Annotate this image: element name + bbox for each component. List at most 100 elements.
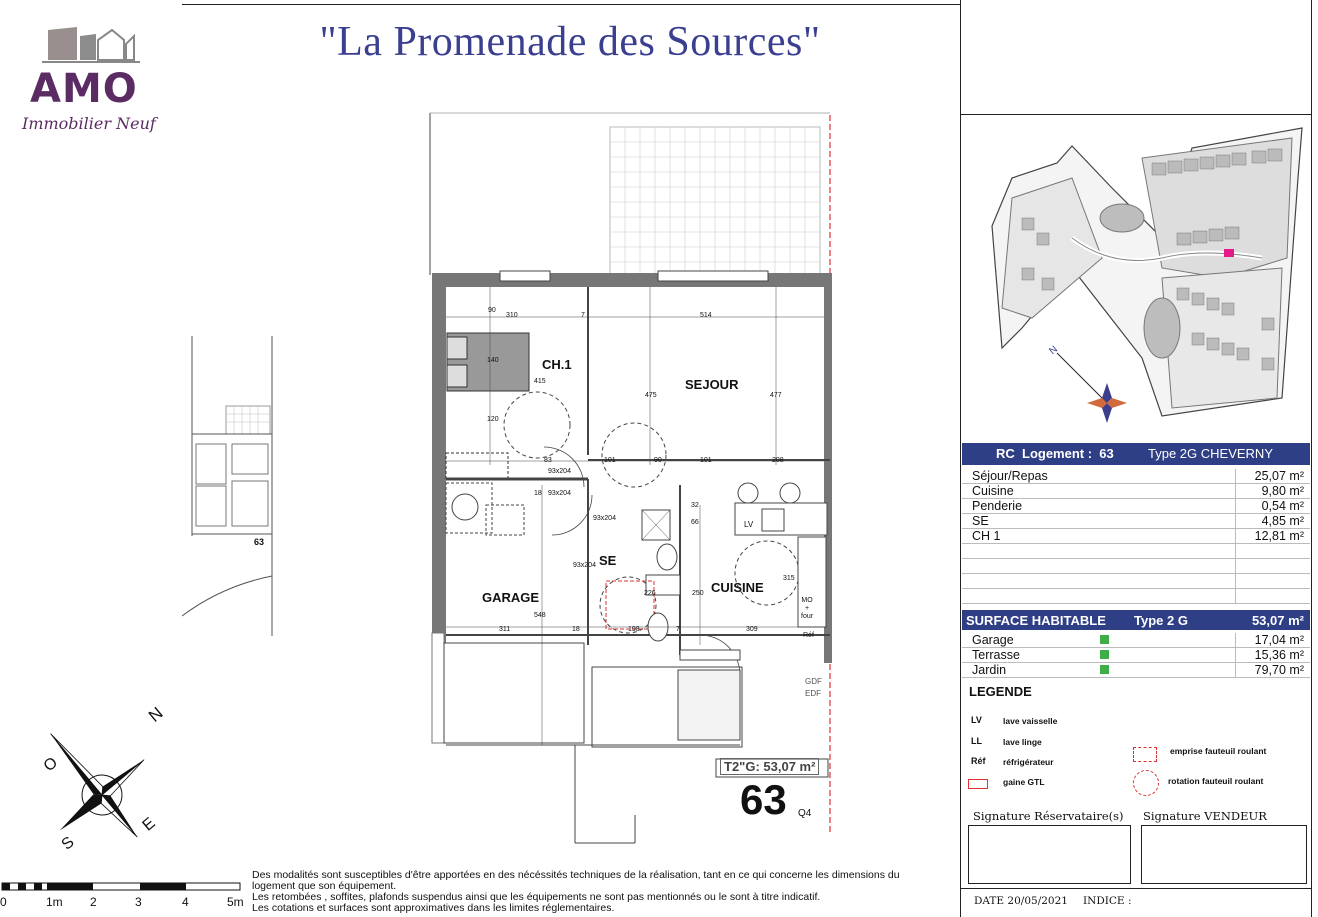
- legend-emprise-text: emprise fauteuil roulant: [1170, 746, 1267, 756]
- label-edf: EDF: [805, 689, 821, 698]
- dim-311: 311: [499, 626, 511, 633]
- gtl-icon: [968, 779, 988, 789]
- disclaimer-line-1: Des modalités sont susceptibles d'être a…: [252, 869, 900, 881]
- dim-120: 120: [487, 416, 499, 423]
- legend-rotation-text: rotation fauteuil roulant: [1168, 776, 1264, 786]
- legend-lv-code: LV: [971, 715, 982, 725]
- room-label-garage: GARAGE: [482, 590, 540, 605]
- room-row: Séjour/Repas 25,07 m²: [962, 469, 1310, 484]
- date-divider: [960, 888, 1312, 889]
- room-row: SE 4,85 m²: [962, 514, 1310, 529]
- room-label-ch1: CH.1: [542, 357, 572, 372]
- surface-label: SURFACE HABITABLE: [966, 613, 1106, 628]
- dim-93b: 93x204: [548, 490, 571, 497]
- logement-rc: RC Logement : 63: [996, 446, 1114, 461]
- room-value: 9,80 m²: [1261, 484, 1304, 498]
- empty-row: [962, 559, 1310, 574]
- room-label: Séjour/Repas: [972, 469, 1048, 483]
- scale-0: 0: [0, 895, 7, 909]
- room-label: CH 1: [972, 529, 1001, 543]
- emprise-icon: [1133, 747, 1157, 762]
- dim-309: 309: [746, 626, 758, 633]
- annex-value: 79,70 m²: [1254, 663, 1304, 677]
- green-square-icon: [1100, 635, 1109, 644]
- scale-3: 3: [135, 895, 142, 909]
- room-row: Cuisine 9,80 m²: [962, 484, 1310, 499]
- fixture-lv: LV: [744, 520, 754, 529]
- legend-ref-code: Réf: [971, 756, 986, 766]
- disclaimer-line-3: Les retombées , soffites, plafonds suspe…: [252, 891, 821, 903]
- scale-5m: 5m: [227, 895, 244, 909]
- room-label-sejour: SEJOUR: [685, 377, 739, 392]
- label-gdf: GDF: [805, 677, 822, 686]
- dim-208: 208: [772, 457, 784, 464]
- scale-2: 2: [90, 895, 97, 909]
- room-label: Cuisine: [972, 484, 1014, 498]
- annex-label: Terrasse: [972, 648, 1020, 662]
- panel-border-right: [1311, 0, 1312, 917]
- thumbnail-plan: [182, 336, 273, 636]
- legend-gtl-text: gaine GTL: [1003, 777, 1045, 787]
- surface-type: Type 2 G: [1134, 613, 1188, 628]
- room-value: 4,85 m²: [1261, 514, 1304, 528]
- room-row: Penderie 0,54 m²: [962, 499, 1310, 514]
- annex-row: Jardin 79,70 m²: [962, 663, 1310, 678]
- legend-ll-code: LL: [971, 736, 982, 746]
- floor-plan: [429, 112, 832, 844]
- lot-suffix: Q4: [798, 808, 812, 819]
- fixture-mo-four: MO + four: [801, 597, 814, 620]
- room-label: SE: [972, 514, 989, 528]
- dim-90: 90: [488, 307, 496, 314]
- signature-vendeur-label: Signature VENDEUR: [1143, 809, 1267, 823]
- lot-number: 63: [740, 776, 787, 823]
- compass-rose: [50, 733, 145, 838]
- room-label: Penderie: [972, 499, 1023, 513]
- legend-title: LEGENDE: [969, 684, 1032, 699]
- logo-brand: AMO: [30, 66, 138, 112]
- scale-4: 4: [182, 895, 189, 909]
- disclaimer: Des modalités sont susceptibles d'être a…: [252, 870, 952, 914]
- scale-1m: 1m: [46, 895, 63, 909]
- annex-label: Jardin: [972, 663, 1007, 677]
- dim-18b: 18: [534, 490, 542, 497]
- signature-reservataire-box[interactable]: [968, 825, 1131, 884]
- dim-18: 18: [572, 626, 580, 633]
- room-value: 25,07 m²: [1254, 469, 1304, 483]
- annex-row: Terrasse 15,36 m²: [962, 648, 1310, 663]
- empty-row: [962, 574, 1310, 589]
- empty-row: [962, 589, 1310, 604]
- disclaimer-line-2: logement que son équipement.: [252, 880, 397, 892]
- dim-93d: 93x204: [573, 562, 596, 569]
- dim-93c: 93x204: [593, 515, 616, 522]
- dim-548: 548: [534, 612, 546, 619]
- dim-198: 198: [628, 626, 640, 633]
- legend-ll-text: lave linge: [1003, 737, 1042, 747]
- room-value: 0,54 m²: [1261, 499, 1304, 513]
- signature-vendeur-box[interactable]: [1141, 825, 1307, 884]
- dim-101b: 101: [700, 457, 712, 464]
- site-map: [991, 127, 1303, 423]
- logo-tagline: Immobilier Neuf: [22, 114, 156, 133]
- disclaimer-line-4: Les cotations et surfaces sont approxima…: [252, 902, 615, 914]
- surface-value: 53,07 m²: [1251, 613, 1304, 628]
- dim-7b: 7: [676, 626, 680, 633]
- dim-7a: 7: [581, 312, 585, 319]
- signature-reservataire-label: Signature Réservataire(s): [973, 809, 1124, 823]
- green-square-icon: [1100, 665, 1109, 674]
- dim-140: 140: [487, 357, 499, 364]
- annex-label: Garage: [972, 633, 1014, 647]
- dim-315: 315: [783, 575, 795, 582]
- fixture-ref: Réf: [803, 632, 814, 639]
- annex-value: 15,36 m²: [1254, 648, 1304, 662]
- type-area-badge: T2"G: 53,07 m²: [720, 758, 820, 775]
- dim-514: 514: [700, 312, 712, 319]
- info-panel: [960, 0, 1313, 917]
- logement-type: Type 2G CHEVERNY: [1148, 446, 1273, 461]
- annex-value: 17,04 m²: [1254, 633, 1304, 647]
- dim-32: 32: [691, 502, 699, 509]
- date-label: DATE 20/05/2021: [974, 895, 1068, 907]
- indice-label: INDICE :: [1083, 895, 1132, 907]
- room-label-cuisine: CUISINE: [711, 580, 764, 595]
- legend-lv-text: lave vaisselle: [1003, 716, 1058, 726]
- dim-93a: 93x204: [548, 468, 571, 475]
